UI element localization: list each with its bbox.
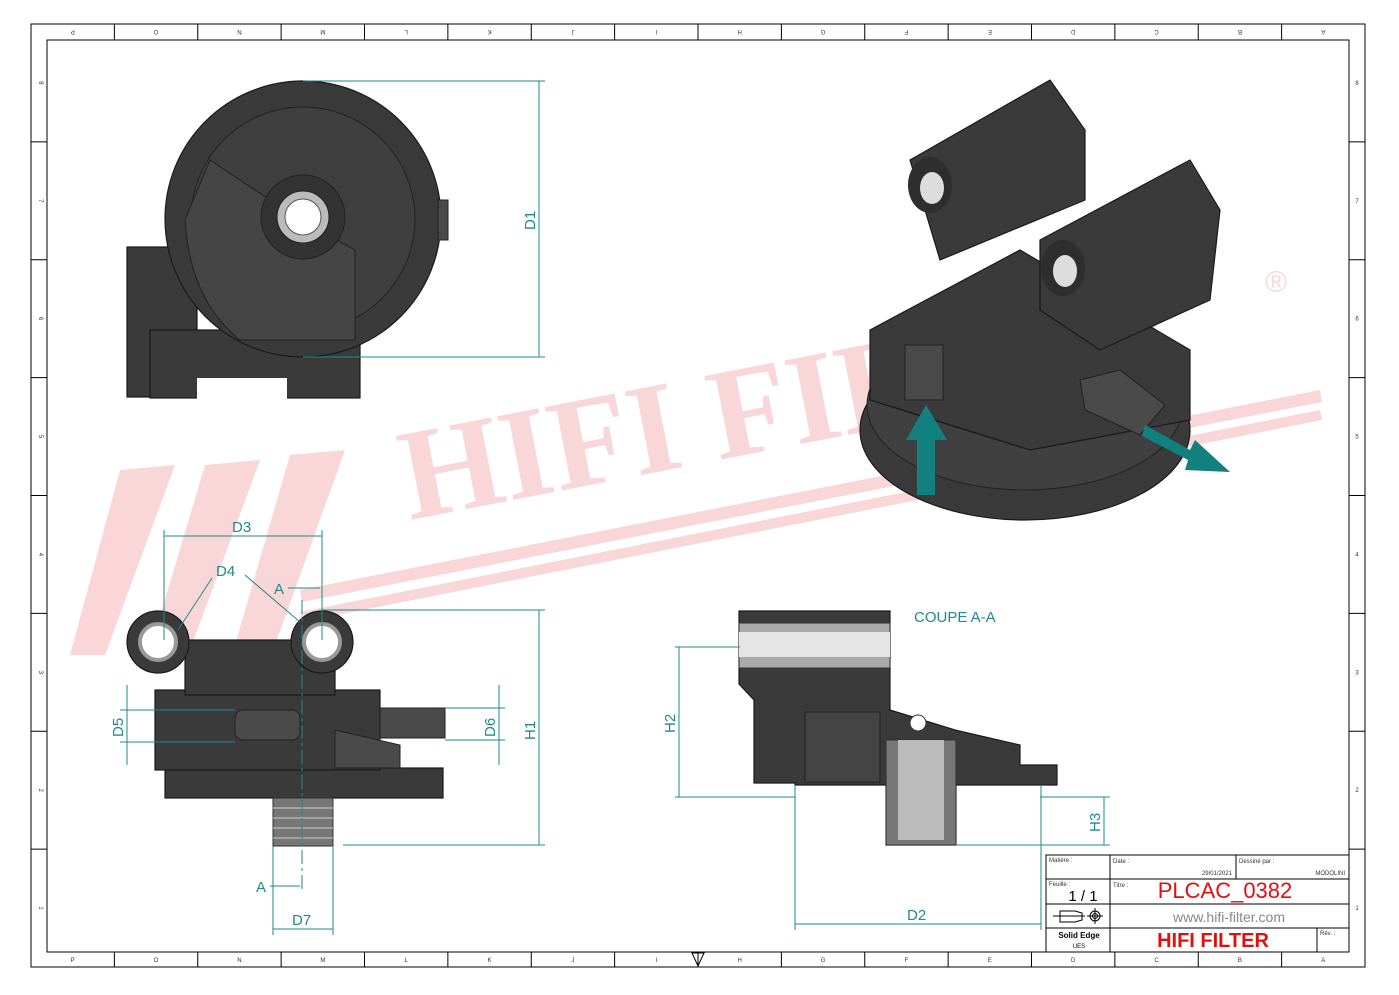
zone-row-label: 2 <box>1355 788 1359 794</box>
zone-row-label: 8 <box>37 81 43 85</box>
zone-row-label: 7 <box>37 199 43 203</box>
zone-column-label: L <box>405 958 409 964</box>
zone-column-label: P <box>71 958 75 964</box>
zone-column-label: D <box>1070 28 1075 34</box>
drawn-by-value: MODOLINI <box>1315 871 1345 877</box>
zone-column-label: A <box>1321 28 1325 34</box>
zone-column-label: M <box>320 28 325 34</box>
zone-column-label: C <box>1154 958 1159 964</box>
zone-column-label: C <box>1154 28 1159 34</box>
zone-row-label: 6 <box>1355 317 1359 323</box>
dimension-h1: H1 <box>522 721 539 740</box>
zone-column-label: G <box>821 958 826 964</box>
dimension-d4: D4 <box>216 563 235 580</box>
zone-column-label: P <box>71 28 75 34</box>
zone-column-label: O <box>153 28 158 34</box>
zone-column-label: B <box>1238 28 1242 34</box>
drawing-title: PLCAC_0382 <box>1158 878 1293 903</box>
section-mark-bottom: A <box>256 879 266 896</box>
zone-column-label: H <box>738 958 742 964</box>
zone-column-label: F <box>904 28 908 34</box>
zone-row-label: 1 <box>37 906 43 910</box>
title-label: Titre : <box>1113 883 1128 889</box>
zone-column-label: F <box>905 958 909 964</box>
zone-row-label: 2 <box>37 789 43 793</box>
zone-column-label: A <box>1321 958 1325 964</box>
zone-column-label: E <box>988 28 992 34</box>
zone-column-label: G <box>820 28 825 34</box>
projection-symbol-icon <box>1053 908 1103 924</box>
dimension-h2: H2 <box>662 714 679 733</box>
zone-column-label: D <box>1071 958 1076 964</box>
format-label: UES <box>1073 944 1085 950</box>
section-view: COUPE A-A H2 H3 D2 <box>662 609 1110 930</box>
dimension-h3: H3 <box>1087 813 1104 832</box>
dimension-d2: D2 <box>907 907 926 924</box>
zone-column-label: B <box>1238 958 1242 964</box>
rev-label: Rév. : <box>1320 931 1336 937</box>
zone-row-label: 3 <box>1355 670 1359 676</box>
zone-column-label: J <box>571 958 574 964</box>
zone-row-label: 4 <box>37 553 43 557</box>
dimension-d6: D6 <box>482 718 499 737</box>
centering-mark <box>691 952 705 968</box>
inlet-arrow-icon <box>906 405 947 495</box>
zone-row-label: 5 <box>1355 435 1359 441</box>
dimension-d7: D7 <box>292 912 311 929</box>
sheet-label: Feuille : <box>1049 882 1070 888</box>
top-view: D1 <box>126 80 545 400</box>
section-label: COUPE A-A <box>914 609 996 626</box>
zone-row-label: 5 <box>37 435 43 439</box>
outlet-arrow-icon <box>1142 425 1230 472</box>
zone-row-label: 4 <box>1355 552 1359 558</box>
dimension-d3: D3 <box>232 519 251 536</box>
dimension-d5: D5 <box>110 718 127 737</box>
front-view: D3 D4 A A D5 D6 H1 D7 <box>110 519 545 935</box>
zone-column-label: I <box>655 28 657 34</box>
section-mark-top: A <box>274 581 284 598</box>
drawn-by-label: Dessiné par : <box>1239 859 1275 865</box>
zone-column-label: I <box>655 958 657 964</box>
zone-column-label: N <box>237 28 241 34</box>
zone-column-label: E <box>988 958 992 964</box>
zone-column-label: L <box>404 28 408 34</box>
zone-column-label: H <box>738 28 742 34</box>
zone-column-label: M <box>320 958 325 964</box>
isometric-view <box>859 79 1230 521</box>
date-label: Date : <box>1113 859 1129 865</box>
zone-row-label: 7 <box>1355 199 1359 205</box>
zone-row-label: 8 <box>1355 81 1359 87</box>
zone-row-label: 6 <box>37 317 43 321</box>
zone-column-label: O <box>154 958 159 964</box>
sheet-value: 1 / 1 <box>1068 888 1097 905</box>
zone-column-label: N <box>237 958 241 964</box>
software-label: Solid Edge <box>1058 931 1100 940</box>
zone-column-label: J <box>571 28 574 34</box>
border-zone-markers: P P O O N N M M L L K K J J I I H H G G F F E E D D C C B B A A 8 8 7 7 6 6 5 5… <box>31 24 1365 967</box>
zone-column-label: K <box>488 958 492 964</box>
matiere-label: Matière : <box>1049 858 1073 864</box>
company-name: HIFI FILTER <box>1157 930 1269 952</box>
dimension-d1: D1 <box>522 211 539 230</box>
watermark-registered: ® <box>1265 266 1287 299</box>
title-block: Matière : Date : 29/01/2021 Dessiné par … <box>1045 854 1350 953</box>
website: www.hifi-filter.com <box>1172 909 1285 925</box>
zone-row-label: 3 <box>37 671 43 675</box>
zone-row-label: 1 <box>1355 906 1359 912</box>
date-value: 29/01/2021 <box>1202 871 1233 877</box>
zone-column-label: K <box>488 28 492 34</box>
